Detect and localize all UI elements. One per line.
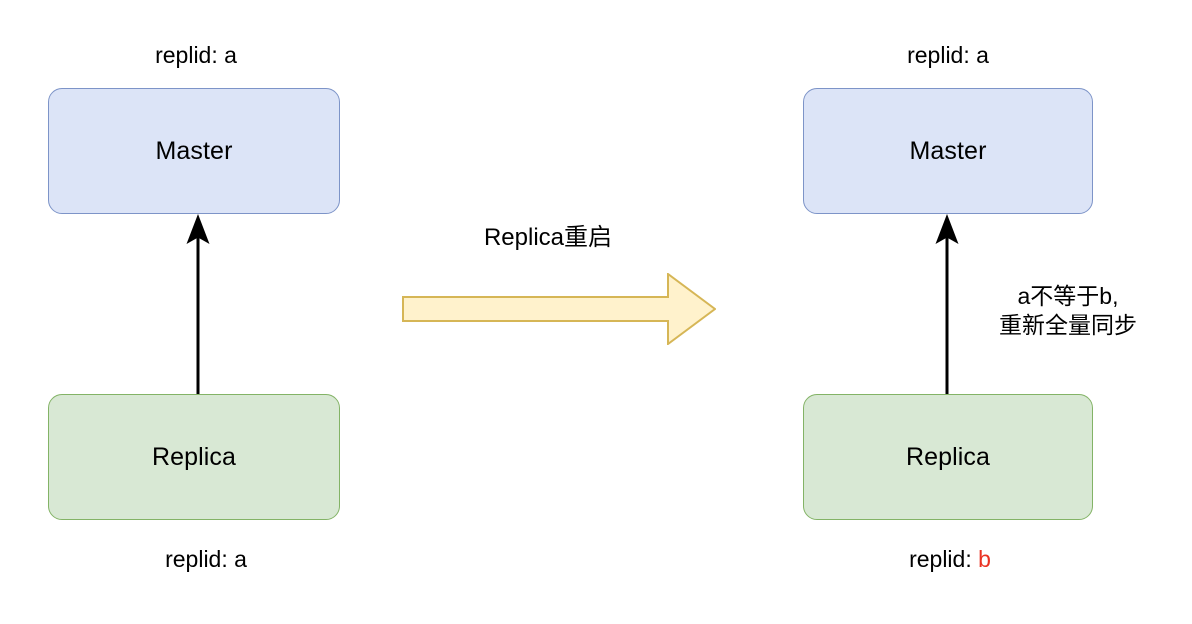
left-replica-replid-caption: replid: a xyxy=(165,546,247,572)
full-resync-note-line-1: a不等于b, xyxy=(1017,283,1119,309)
right-replica-node-label: Replica xyxy=(905,442,991,471)
right-replica-node[interactable]: Replica xyxy=(803,394,1093,520)
left-replica-node-label: Replica xyxy=(151,442,237,471)
right-master-node-label: Master xyxy=(909,136,987,165)
right-replica-replid-prefix: replid: xyxy=(909,546,979,572)
right-replica-replid-value: b xyxy=(978,546,991,572)
right-master-node[interactable]: Master xyxy=(803,88,1093,214)
right-replication-arrow xyxy=(935,214,959,402)
right-master-replid-caption: replid: a xyxy=(907,42,989,68)
right-replica-replid-caption: replid: b xyxy=(909,548,991,571)
full-resync-note-line-2: 重新全量同步 xyxy=(999,312,1137,339)
transition-block-arrow xyxy=(402,273,716,345)
left-master-node[interactable]: Master xyxy=(48,88,340,214)
left-replica-node[interactable]: Replica xyxy=(48,394,340,520)
left-master-node-label: Master xyxy=(155,136,233,165)
full-resync-note: a不等于b, 重新全量同步 xyxy=(999,282,1137,341)
transition-label: Replica重启 xyxy=(483,224,613,251)
left-replication-arrow xyxy=(186,214,210,402)
left-master-replid-caption: replid: a xyxy=(155,42,237,68)
